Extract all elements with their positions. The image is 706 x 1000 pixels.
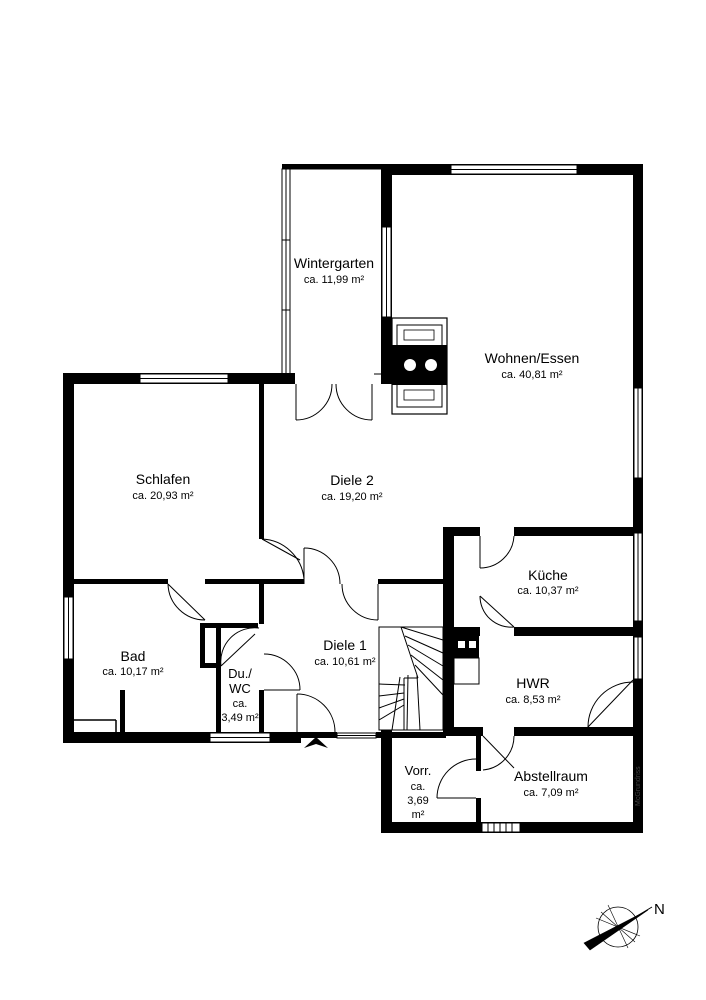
fireplace-icon xyxy=(391,317,448,415)
bathtub-icon xyxy=(74,719,117,732)
svg-text:Vorr.: Vorr. xyxy=(405,763,432,778)
svg-text:ca.: ca. xyxy=(233,698,248,710)
svg-text:Wohnen/Essen: Wohnen/Essen xyxy=(485,350,580,366)
svg-text:Wintergarten: Wintergarten xyxy=(294,255,374,271)
svg-text:Abstellraum: Abstellraum xyxy=(514,768,588,784)
room-label-vorr: Vorr. ca. 3,69 m² xyxy=(405,763,432,821)
svg-text:ca. 40,81 m²: ca. 40,81 m² xyxy=(501,369,562,381)
room-label-diele-2: Diele 2 ca. 19,20 m² xyxy=(321,472,382,503)
svg-text:3,69: 3,69 xyxy=(407,795,428,807)
svg-text:3,49 m²: 3,49 m² xyxy=(221,712,259,724)
room-label-schlafen: Schlafen ca. 20,93 m² xyxy=(132,471,193,502)
windows xyxy=(63,164,643,743)
doors xyxy=(167,383,634,799)
vent-grille-icon xyxy=(481,822,521,833)
svg-text:m²: m² xyxy=(412,809,425,821)
wintergarten-glass-frame xyxy=(281,168,381,375)
svg-text:ca. 10,17 m²: ca. 10,17 m² xyxy=(102,666,163,678)
svg-text:ca.: ca. xyxy=(411,781,426,793)
staircase xyxy=(378,626,444,731)
svg-text:ca. 10,37 m²: ca. 10,37 m² xyxy=(517,585,578,597)
room-label-abstellraum: Abstellraum ca. 7,09 m² xyxy=(514,768,588,799)
svg-text:Bad: Bad xyxy=(121,648,146,664)
svg-text:Diele 2: Diele 2 xyxy=(330,472,374,488)
watermark-text: McGrundriss xyxy=(635,766,642,806)
svg-text:Du./: Du./ xyxy=(228,666,252,681)
svg-text:ca. 10,61 m²: ca. 10,61 m² xyxy=(314,656,375,668)
svg-text:WC: WC xyxy=(229,681,251,696)
room-label-du-wc: Du./ WC ca. 3,49 m² xyxy=(221,666,259,724)
room-label-diele-1: Diele 1 ca. 10,61 m² xyxy=(314,637,375,668)
svg-text:ca. 11,99 m²: ca. 11,99 m² xyxy=(304,274,365,286)
room-label-kueche: Küche ca. 10,37 m² xyxy=(517,567,578,597)
svg-text:ca. 19,20 m²: ca. 19,20 m² xyxy=(321,491,382,503)
compass-icon xyxy=(583,904,653,951)
svg-text:ca. 8,53 m²: ca. 8,53 m² xyxy=(505,694,560,706)
svg-text:Küche: Küche xyxy=(528,567,568,583)
svg-text:Diele 1: Diele 1 xyxy=(323,637,367,653)
svg-text:Schlafen: Schlafen xyxy=(136,471,190,487)
room-label-hwr: HWR ca. 8,53 m² xyxy=(505,675,560,706)
entrance-arrow-icon xyxy=(304,737,328,748)
north-label: N xyxy=(654,901,665,918)
room-label-wintergarten: Wintergarten ca. 11,99 m² xyxy=(294,255,374,286)
room-label-bad: Bad ca. 10,17 m² xyxy=(102,648,163,678)
svg-text:ca. 7,09 m²: ca. 7,09 m² xyxy=(523,787,578,799)
room-label-wohnen-essen: Wohnen/Essen ca. 40,81 m² xyxy=(485,350,580,381)
svg-text:HWR: HWR xyxy=(516,675,549,691)
svg-text:ca. 20,93 m²: ca. 20,93 m² xyxy=(132,490,193,502)
chimney-icon xyxy=(453,636,480,685)
